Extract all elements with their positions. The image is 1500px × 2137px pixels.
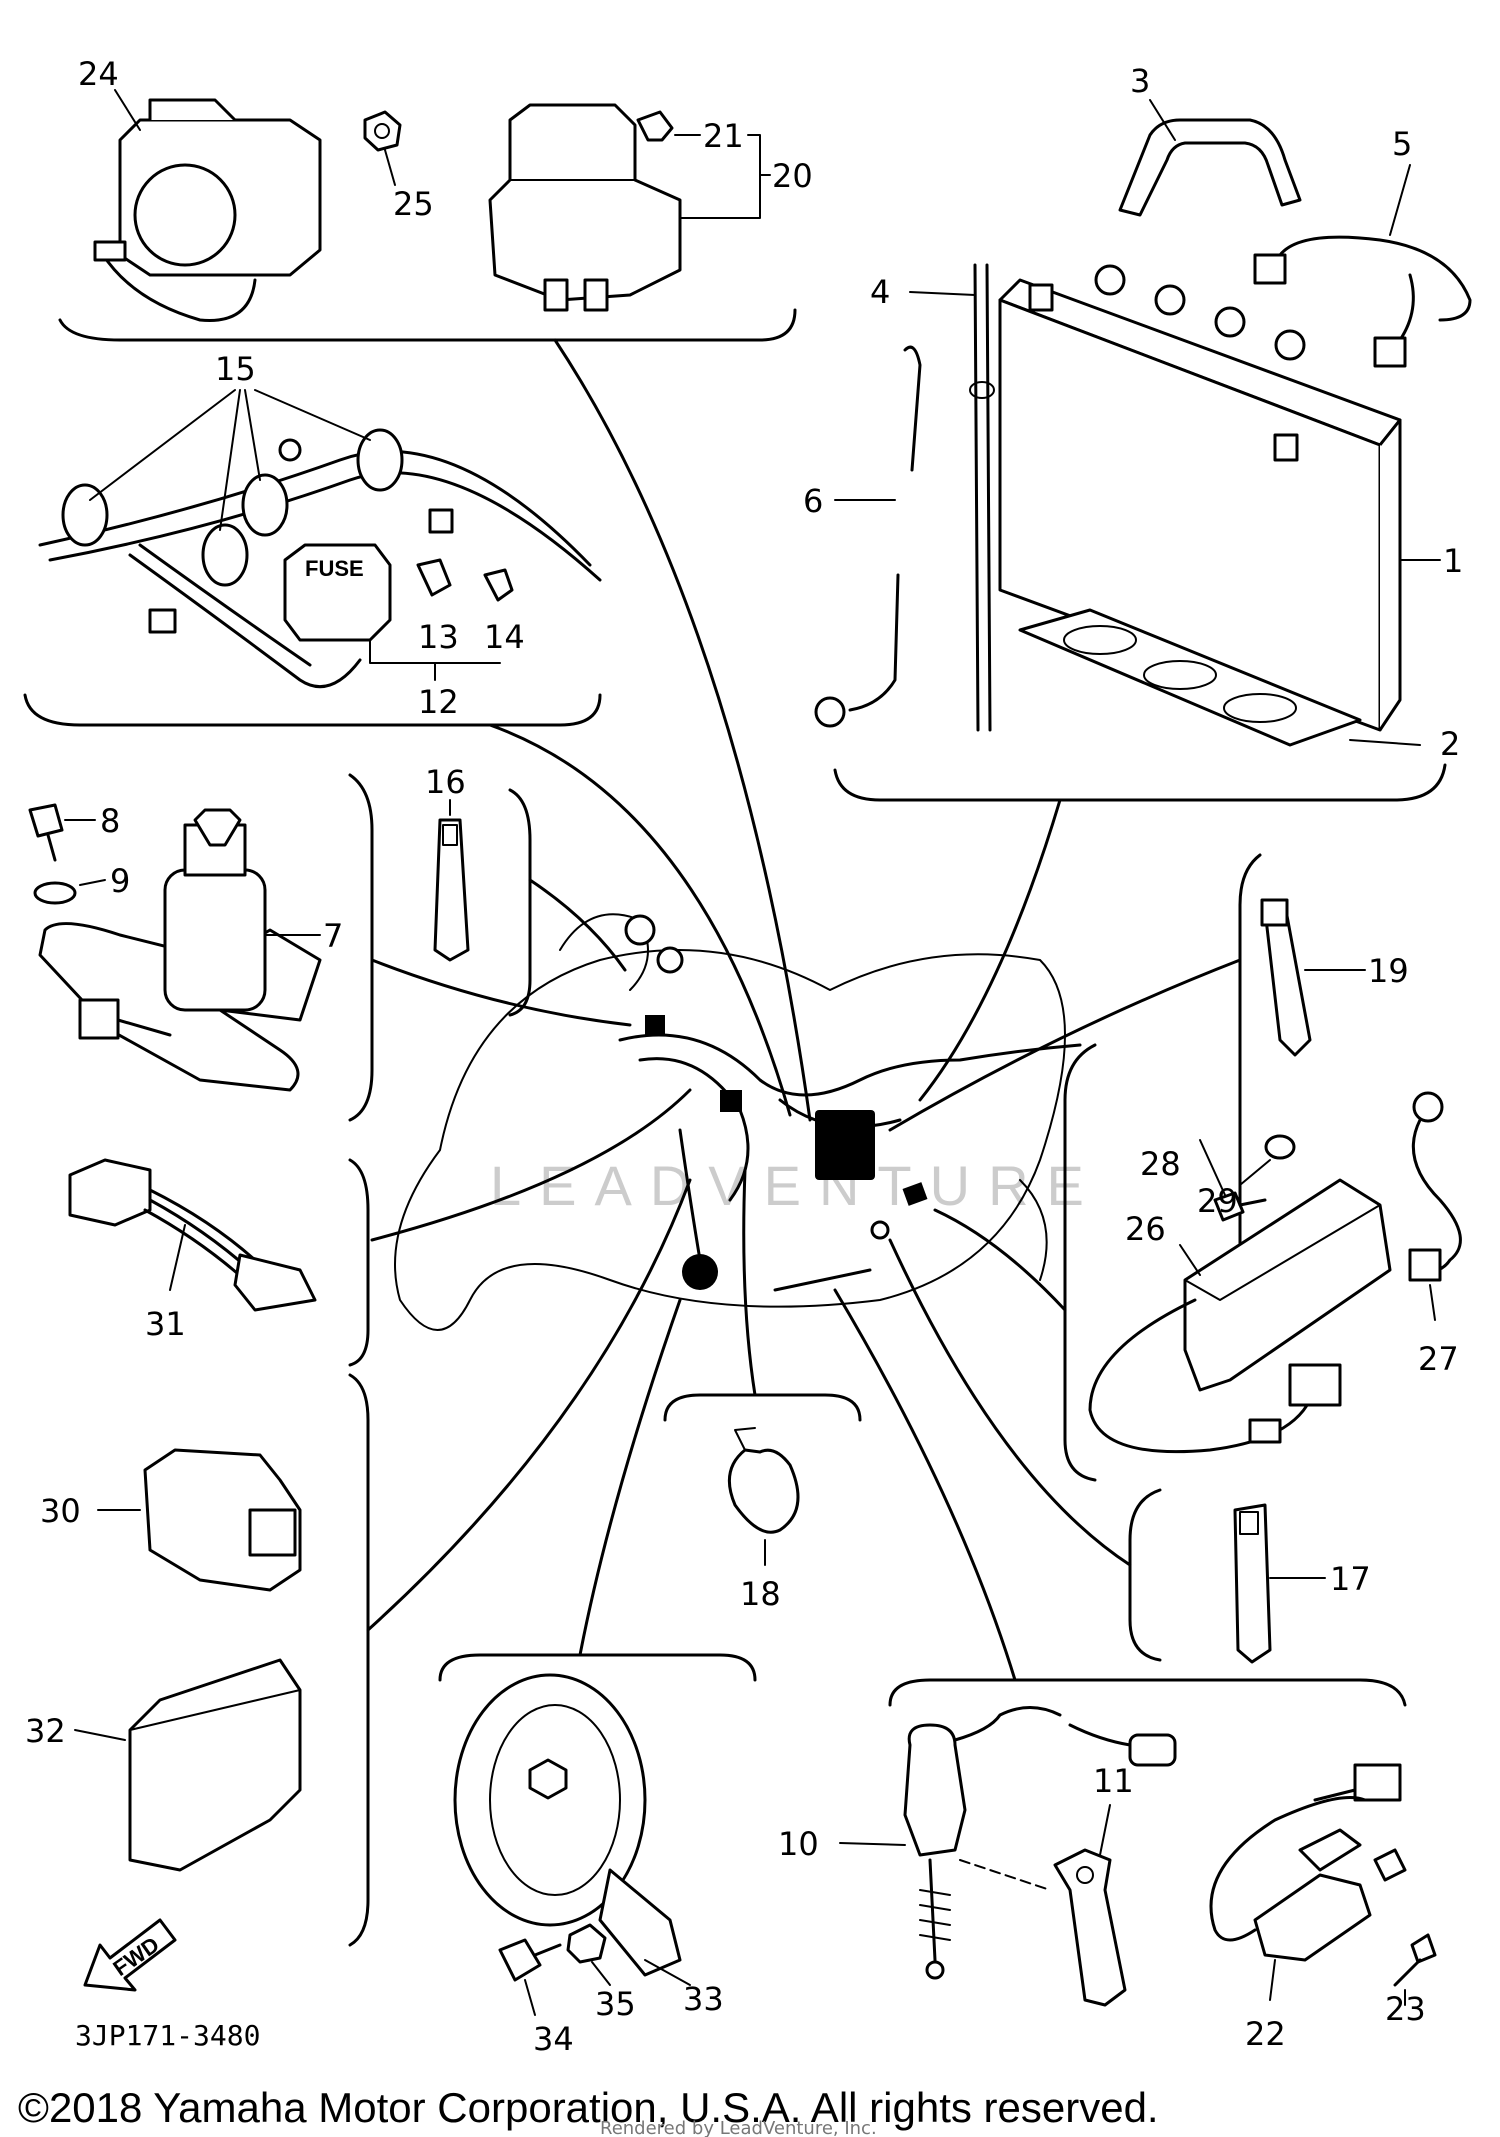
- part-35-nut: [566, 1923, 607, 1964]
- callout-5: 5: [1392, 125, 1412, 163]
- callout-25: 25: [393, 185, 434, 223]
- part-5-battery-lead: [1253, 235, 1472, 368]
- part-18-clamp: [727, 1427, 800, 1534]
- part-26-cdi-unit: [1088, 1178, 1392, 1454]
- callout-1: 1: [1443, 542, 1463, 580]
- callout-8: 8: [100, 802, 120, 840]
- diagram-code: 3JP171-3480: [75, 2019, 260, 2052]
- callout-35: 35: [595, 1985, 636, 2023]
- callout-9: 9: [110, 862, 130, 900]
- callout-13: 13: [418, 618, 459, 656]
- callout-12: 12: [418, 683, 459, 721]
- part-30-relay: [143, 1448, 302, 1592]
- callout-28: 28: [1140, 1145, 1181, 1183]
- callout-21: 21: [703, 117, 744, 155]
- part-28-bolt: [1213, 1191, 1267, 1222]
- rendered-by-notice: Rendered by LeadVenture, Inc.: [600, 2118, 877, 2137]
- part-7-main-switch: [38, 808, 322, 1092]
- fwd-arrow-icon: FWD: [83, 1918, 177, 1992]
- callout-3: 3: [1130, 62, 1150, 100]
- callout-7: 7: [323, 917, 343, 955]
- callout-17: 17: [1330, 1560, 1371, 1598]
- callout-16: 16: [425, 763, 466, 801]
- callout-2: 2: [1440, 725, 1460, 763]
- part-31-sub-lead: [68, 1158, 317, 1312]
- callout-18: 18: [740, 1575, 781, 1613]
- part-14-fuse: [483, 568, 514, 602]
- part-16-cable-tie: [433, 818, 470, 962]
- part-2-battery-mat: [1018, 608, 1362, 747]
- part-17-cable-tie: [1233, 1503, 1272, 1664]
- part-27-lead: [1408, 1091, 1462, 1282]
- callout-34: 34: [533, 2020, 574, 2058]
- callout-32: 32: [25, 1712, 66, 1750]
- part-23-screw: [1393, 1933, 1437, 1987]
- callout-27: 27: [1418, 1340, 1459, 1378]
- callout-14: 14: [484, 618, 525, 656]
- part-20: [488, 103, 682, 312]
- callout-6: 6: [803, 482, 823, 520]
- part-4-breather-hose: [969, 263, 995, 732]
- fuse-label: FUSE: [305, 556, 364, 581]
- part-9-washer: [33, 881, 77, 905]
- copyright-notice: ©2018 Yamaha Motor Corporation, U.S.A. A…: [18, 2084, 1159, 2131]
- part-21: [636, 110, 674, 142]
- part-32-unit: [128, 1658, 302, 1872]
- callout-23: 23: [1385, 1990, 1426, 2028]
- callout-19: 19: [1368, 952, 1409, 990]
- callout-26: 26: [1125, 1210, 1166, 1248]
- watermark: LEADVENTURE: [490, 1154, 1102, 1217]
- wire-harness-center: [618, 914, 1082, 1292]
- part-6-ground-lead: [814, 345, 922, 728]
- part-15-harness: [38, 428, 602, 689]
- callout-30: 30: [40, 1492, 81, 1530]
- callout-29: 29: [1197, 1182, 1238, 1220]
- callout-15: 15: [215, 350, 256, 388]
- part-3-battery-band: [1118, 118, 1302, 217]
- vehicle-outline: [394, 913, 1066, 1331]
- callout-20: 20: [772, 157, 813, 195]
- callout-33: 33: [683, 1980, 724, 2018]
- part-33-horn: [453, 1673, 682, 1977]
- part-12-fuse-box: FUSE: [283, 543, 392, 642]
- part-13-fuse: [416, 558, 452, 597]
- leader-lines: [366, 338, 1242, 1682]
- callout-4: 4: [870, 273, 890, 311]
- part-29-washer: [1264, 1134, 1296, 1160]
- callout-31: 31: [145, 1305, 186, 1343]
- part-10-connector: [1068, 1723, 1177, 1767]
- part-34-bolt: [498, 1938, 562, 1982]
- part-22-condenser: [1209, 1763, 1407, 1962]
- part-24: [93, 98, 322, 322]
- part-25: [363, 110, 402, 152]
- callout-10: 10: [778, 1825, 819, 1863]
- part-10-switch: [903, 1706, 1062, 1980]
- group-outlines: [23, 308, 1447, 1947]
- callout-22: 22: [1245, 2015, 1286, 2053]
- callout-24: 24: [78, 55, 119, 93]
- part-19-cable-tie: [1260, 898, 1312, 1057]
- part-11-bracket: [1053, 1848, 1127, 2007]
- callout-11: 11: [1093, 1762, 1134, 1800]
- part-8-bolt: [28, 803, 64, 862]
